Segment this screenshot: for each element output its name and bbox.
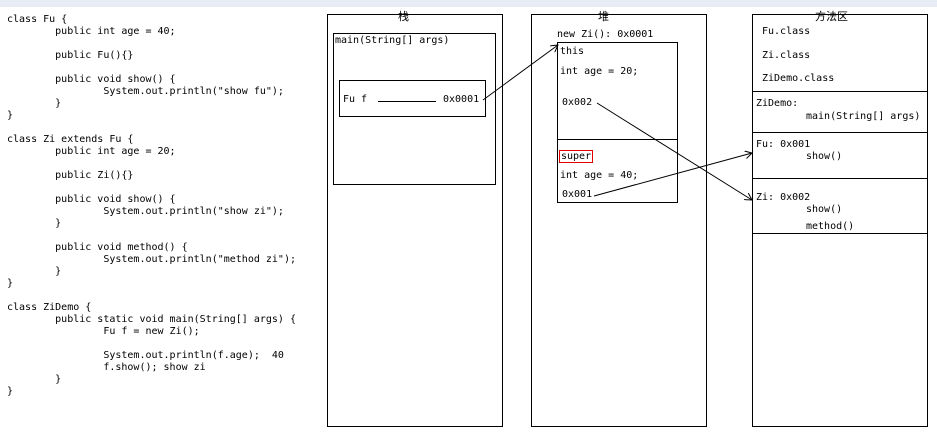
code-line: public static void main(String[] args) { bbox=[7, 314, 296, 325]
code-line: public void show() { bbox=[7, 74, 176, 85]
heap-title: 堆 bbox=[598, 10, 609, 23]
zi-class-label: Zi: 0x002 bbox=[756, 192, 811, 203]
method-area-divider bbox=[752, 233, 928, 234]
code-line: public void show() { bbox=[7, 194, 176, 205]
zidemo-main-method: main(String[] args) bbox=[806, 111, 921, 122]
fu-show-method: show() bbox=[806, 151, 843, 162]
variable-underline bbox=[378, 101, 436, 102]
zi-address: 0x002 bbox=[562, 97, 593, 108]
local-variable-value: 0x0001 bbox=[443, 94, 480, 105]
stack-title: 栈 bbox=[398, 10, 409, 23]
arrow-stack-to-heap bbox=[482, 45, 558, 101]
method-area-divider bbox=[752, 178, 928, 179]
this-label: this bbox=[560, 46, 585, 57]
code-line: System.out.println(f.age); 40 bbox=[7, 350, 284, 361]
top-strip bbox=[0, 0, 937, 7]
method-area-title: 方法区 bbox=[815, 10, 848, 23]
fu-class-label: Fu: 0x001 bbox=[756, 139, 811, 150]
code-line: class ZiDemo { bbox=[7, 302, 92, 313]
arrow-fu-to-method-area bbox=[593, 153, 752, 197]
heap-object-box bbox=[557, 42, 678, 203]
code-line: } bbox=[7, 266, 62, 277]
stack-area bbox=[327, 14, 503, 427]
heap-area bbox=[531, 14, 707, 427]
class-list-item: Fu.class bbox=[762, 26, 811, 37]
code-line: Fu f = new Zi(); bbox=[7, 326, 200, 337]
code-line: } bbox=[7, 110, 14, 121]
code-line: System.out.println("method zi"); bbox=[7, 254, 296, 265]
super-highlight: super bbox=[559, 150, 594, 163]
code-line: } bbox=[7, 386, 14, 397]
fu-address: 0x001 bbox=[562, 189, 593, 200]
class-list-item: ZiDemo.class bbox=[762, 73, 835, 84]
code-line: f.show(); show zi bbox=[7, 362, 206, 373]
heap-object-divider bbox=[557, 139, 678, 140]
heap-object-label: new Zi(): 0x0001 bbox=[557, 29, 654, 40]
zi-method-method: method() bbox=[806, 221, 855, 232]
zi-show-method: show() bbox=[806, 204, 843, 215]
code-line: public int age = 20; bbox=[7, 146, 176, 157]
method-area-divider bbox=[752, 91, 928, 92]
zidemo-label: ZiDemo: bbox=[756, 98, 799, 109]
code-line: System.out.println("show fu"); bbox=[7, 86, 284, 97]
code-line: System.out.println("show zi"); bbox=[7, 206, 284, 217]
code-line: public void method() { bbox=[7, 242, 188, 253]
code-line: } bbox=[7, 278, 14, 289]
super-label: super bbox=[559, 150, 594, 163]
main-frame-label: main(String[] args) bbox=[335, 35, 450, 46]
source-code-block: class Fu { public int age = 40; public F… bbox=[7, 14, 296, 398]
method-area bbox=[752, 14, 928, 427]
code-line: public Zi(){} bbox=[7, 170, 134, 181]
local-variable-name: Fu f bbox=[343, 94, 368, 105]
method-area-divider bbox=[752, 132, 928, 133]
class-list-item: Zi.class bbox=[762, 50, 811, 61]
arrow-zi-to-method-area bbox=[596, 102, 752, 200]
fu-age-field: int age = 40; bbox=[560, 170, 639, 181]
code-line: } bbox=[7, 218, 62, 229]
zi-age-field: int age = 20; bbox=[560, 66, 639, 77]
code-line: class Zi extends Fu { bbox=[7, 134, 134, 145]
code-line: } bbox=[7, 374, 62, 385]
code-line: public int age = 40; bbox=[7, 26, 176, 37]
main-frame bbox=[333, 33, 496, 185]
code-line: public Fu(){} bbox=[7, 50, 134, 61]
code-line: } bbox=[7, 98, 62, 109]
code-line: class Fu { bbox=[7, 14, 68, 25]
